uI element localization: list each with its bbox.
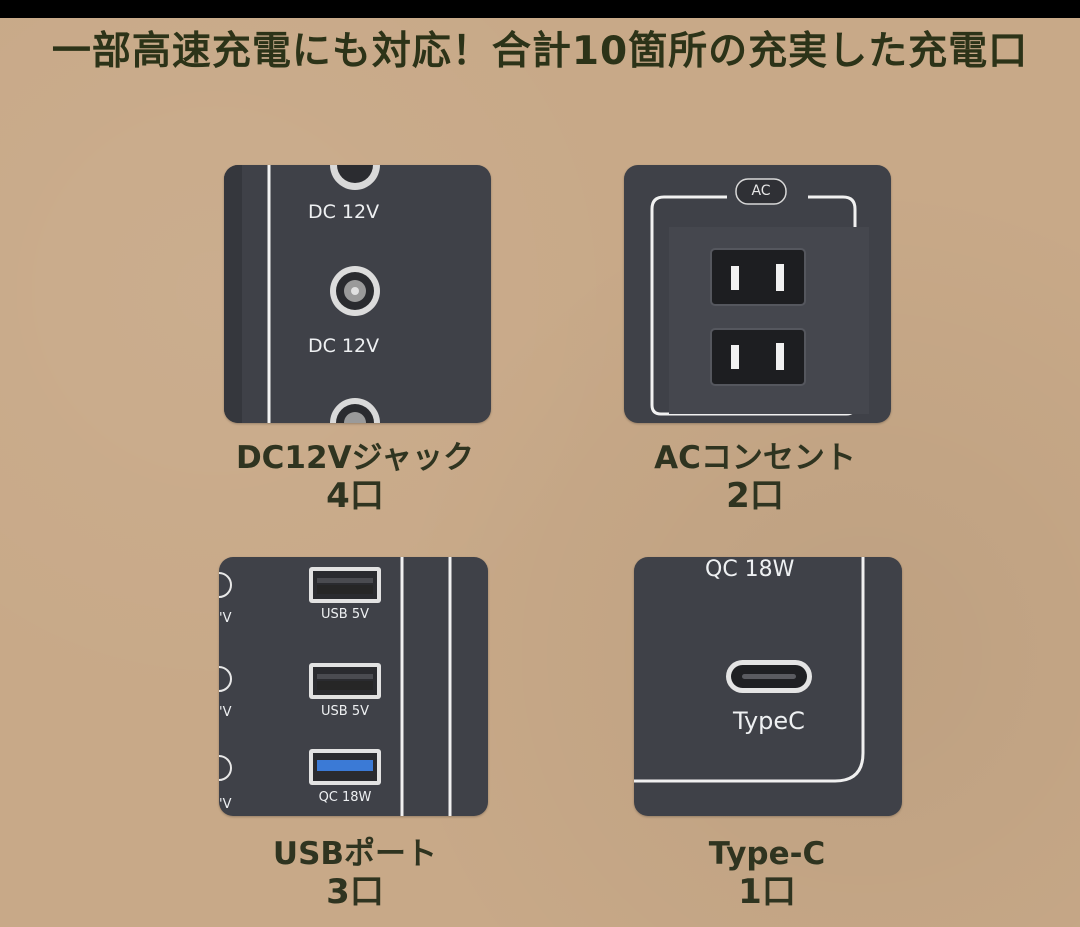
- typec-section-label: Type-C 1口: [612, 836, 922, 912]
- usb-edge-label-1: 'V: [219, 611, 232, 626]
- dc-jack-illustration: [224, 165, 380, 423]
- usb-section-name: USBポート: [272, 836, 438, 872]
- typec-top-label: QC 18W: [705, 557, 795, 582]
- usb-port-label-1: USB 5V: [321, 607, 369, 622]
- ac-outlet-socket-icon: [710, 248, 806, 306]
- usb-port-panel: 'V 'V 'V USB 5V USB 5V QC 18W: [219, 557, 488, 816]
- typec-port-panel: QC 18W TypeC: [634, 557, 902, 816]
- typec-section-count: 1口: [738, 872, 796, 912]
- ac-outlet-socket-icon: [710, 328, 806, 386]
- usb-a-port-icon: [309, 567, 381, 603]
- usb-section-count: 3口: [326, 872, 384, 912]
- top-black-bar: [0, 0, 1080, 18]
- dc-section-name: DC12Vジャック: [235, 440, 475, 476]
- dc-port-label-1: DC 12V: [308, 201, 380, 223]
- dc-section-count: 4口: [326, 476, 384, 516]
- dc-port-label-2: DC 12V: [308, 335, 380, 357]
- page-background: [0, 18, 1080, 927]
- dc-jack-panel: DC 12V DC 12V: [224, 165, 491, 423]
- usb-edge-label-2: 'V: [219, 705, 232, 720]
- usb-edge-label-3: 'V: [219, 797, 232, 812]
- usb-c-port-icon: [726, 660, 812, 693]
- usb-port-label-3: QC 18W: [318, 790, 372, 805]
- usb-qc-port-icon: [309, 749, 381, 785]
- typec-port-illustration: [634, 557, 865, 783]
- usb-a-port-icon: [309, 663, 381, 699]
- headline: 一部高速充電にも対応！合計10箇所の充実した充電口: [51, 29, 1029, 74]
- ac-section-name: ACコンセント: [654, 440, 856, 476]
- ac-section-label: ACコンセント 2口: [600, 440, 910, 516]
- dc-section-label: DC12Vジャック 4口: [200, 440, 510, 516]
- typec-port-label: TypeC: [733, 707, 805, 735]
- ac-badge-frame: [735, 178, 787, 205]
- ac-outlet-panel: AC: [624, 165, 891, 423]
- typec-section-name: Type-C: [708, 836, 826, 872]
- usb-port-label-2: USB 5V: [321, 704, 369, 719]
- usb-section-label: USBポート 3口: [200, 836, 510, 912]
- usb-port-illustration: [219, 557, 452, 816]
- ac-badge: AC: [751, 183, 771, 199]
- ac-outlet-illustration: [650, 178, 869, 416]
- ac-section-count: 2口: [726, 476, 784, 516]
